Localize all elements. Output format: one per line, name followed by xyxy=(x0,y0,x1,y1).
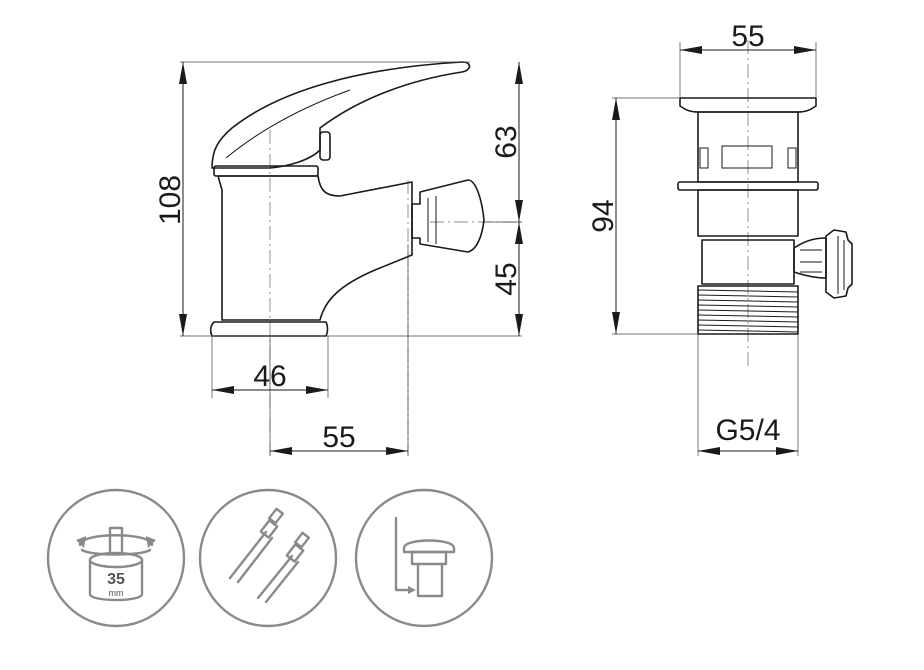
valve-thread-lines xyxy=(697,289,799,333)
valve-overflow-window xyxy=(721,145,773,169)
mixer-front-view: 108 63 45 46 55 xyxy=(154,61,523,456)
spout-nozzle xyxy=(411,179,485,253)
dim-label-46: 46 xyxy=(253,360,286,393)
cartridge-size-value: 35 xyxy=(107,571,125,588)
cartridge-size-unit: mm xyxy=(109,588,124,598)
arrow xyxy=(680,46,702,54)
lever-handle xyxy=(211,61,471,169)
arrow xyxy=(179,314,187,336)
dim-label-55-reach: 55 xyxy=(322,421,355,454)
arrow xyxy=(515,314,523,336)
arrow xyxy=(515,62,523,84)
dim-label-thread: G5/4 xyxy=(715,414,780,447)
valve-side-slot-left xyxy=(699,147,709,169)
connector-detail xyxy=(800,249,822,273)
arrow xyxy=(794,46,816,54)
valve-side-slot-right xyxy=(787,147,797,169)
arrow xyxy=(612,98,620,120)
arrow xyxy=(179,62,187,84)
valve-side-nut xyxy=(825,229,853,299)
dim-label-63: 63 xyxy=(490,125,523,158)
dim-label-45: 45 xyxy=(490,262,523,295)
waste-valve-view: 55 94 G5/4 xyxy=(587,20,853,456)
dim-label-94: 94 xyxy=(587,199,620,232)
arrow xyxy=(515,200,523,222)
mixer-base xyxy=(209,321,329,337)
valve-thread xyxy=(697,285,799,335)
arrow xyxy=(698,447,720,455)
arrow xyxy=(270,447,292,455)
lever-highlight xyxy=(225,89,351,159)
flexible-hoses-icon xyxy=(198,488,338,628)
arrow xyxy=(306,386,328,394)
arrow xyxy=(515,222,523,244)
dim-label-108: 108 xyxy=(154,175,187,225)
cartridge-35mm-icon: 35 mm xyxy=(46,488,186,628)
spout-nozzle-ring xyxy=(427,196,437,244)
arrow xyxy=(612,312,620,334)
arrow xyxy=(386,447,408,455)
dim-label-55-top: 55 xyxy=(731,20,764,53)
lever-screw-cap xyxy=(319,131,331,161)
valve-side-nut-ridges xyxy=(837,236,845,294)
arrow xyxy=(212,386,234,394)
mixer-body xyxy=(217,175,413,321)
arrow xyxy=(776,447,798,455)
pop-up-waste-icon xyxy=(354,488,494,628)
